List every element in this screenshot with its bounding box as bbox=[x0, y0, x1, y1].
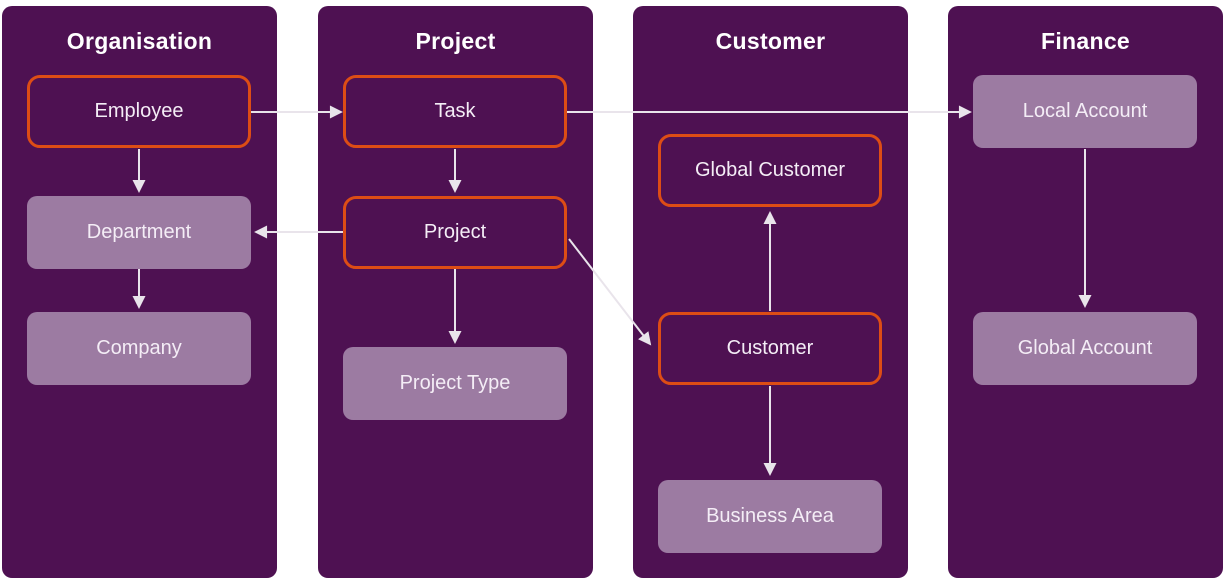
node-task: Task bbox=[343, 75, 567, 148]
column-title-project: Project bbox=[415, 28, 496, 54]
node-project-type: Project Type bbox=[343, 347, 567, 420]
node-project: Project bbox=[343, 196, 567, 269]
node-local-account: Local Account bbox=[973, 75, 1197, 148]
node-employee: Employee bbox=[27, 75, 251, 148]
node-global-account: Global Account bbox=[973, 312, 1197, 385]
column-title-customer: Customer bbox=[715, 28, 826, 54]
node-company: Company bbox=[27, 312, 251, 385]
node-department: Department bbox=[27, 196, 251, 269]
node-customer: Customer bbox=[658, 312, 882, 385]
column-project: Project bbox=[318, 6, 593, 578]
column-title-finance: Finance bbox=[1040, 28, 1130, 54]
column-title-organisation: Organisation bbox=[66, 28, 213, 54]
node-global-customer: Global Customer bbox=[658, 134, 882, 207]
node-business-area: Business Area bbox=[658, 480, 882, 553]
